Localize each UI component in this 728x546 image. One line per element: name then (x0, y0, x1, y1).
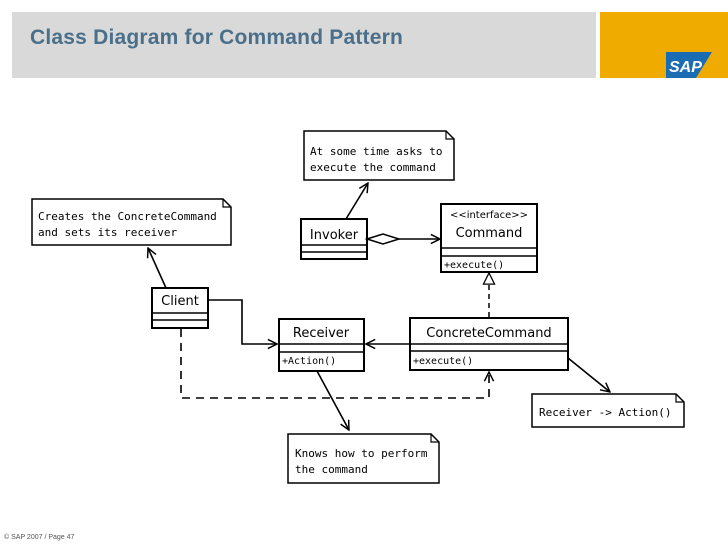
class-receiver-method: +Action() (282, 356, 336, 367)
class-command: <<interface>> Command +execute() (440, 203, 538, 273)
client-to-note-arrow (148, 248, 167, 289)
class-concrete-command-method: +execute() (413, 356, 473, 367)
sap-logo-shape (666, 52, 712, 78)
client-to-receiver-arrow (208, 299, 277, 344)
class-concrete-command: ConcreteCommand +execute() (409, 317, 569, 371)
note-receiver: Knows how to perform the command (287, 433, 440, 484)
note-client-line-2: and sets its receiver (38, 226, 177, 239)
note-concrete-line-1: Receiver -> Action() (539, 406, 671, 419)
note-concrete-command: Receiver -> Action() (531, 393, 685, 428)
logo-bar (600, 12, 728, 78)
note-client-line-1: Creates the ConcreteCommand (38, 210, 217, 223)
class-invoker: Invoker (300, 218, 368, 260)
invoker-to-note-arrow (345, 183, 368, 220)
class-invoker-name: Invoker (310, 228, 359, 243)
sap-logo-text: SAP (669, 59, 702, 76)
class-client: Client (151, 287, 209, 329)
class-client-name: Client (161, 294, 199, 309)
header-bar: Class Diagram for Command Pattern (12, 12, 596, 78)
class-receiver-name: Receiver (293, 326, 350, 341)
note-invoker-line-2: execute the command (310, 161, 436, 174)
note-invoker-line-1: At some time asks to (310, 145, 442, 158)
aggregation-diamond (364, 233, 402, 245)
receiver-to-note-arrow (316, 370, 349, 430)
class-concrete-command-name: ConcreteCommand (426, 326, 551, 341)
sap-logo: SAP (666, 52, 712, 78)
note-receiver-line-1: Knows how to perform (295, 447, 428, 460)
note-invoker: At some time asks to execute the command (303, 130, 455, 181)
class-receiver: Receiver +Action() (278, 318, 365, 372)
class-command-method: +execute() (444, 260, 504, 271)
footer-copyright: © SAP 2007 / Page 47 (4, 534, 75, 541)
note-receiver-line-2: the command (295, 463, 368, 476)
note-client: Creates the ConcreteCommand and sets its… (31, 198, 232, 246)
client-creates-concrete-arrow (180, 329, 489, 399)
slide-title: Class Diagram for Command Pattern (30, 26, 404, 49)
class-command-name: Command (456, 226, 523, 241)
concrete-to-note-arrow (567, 357, 610, 392)
class-command-stereotype: <<interface>> (450, 210, 528, 221)
